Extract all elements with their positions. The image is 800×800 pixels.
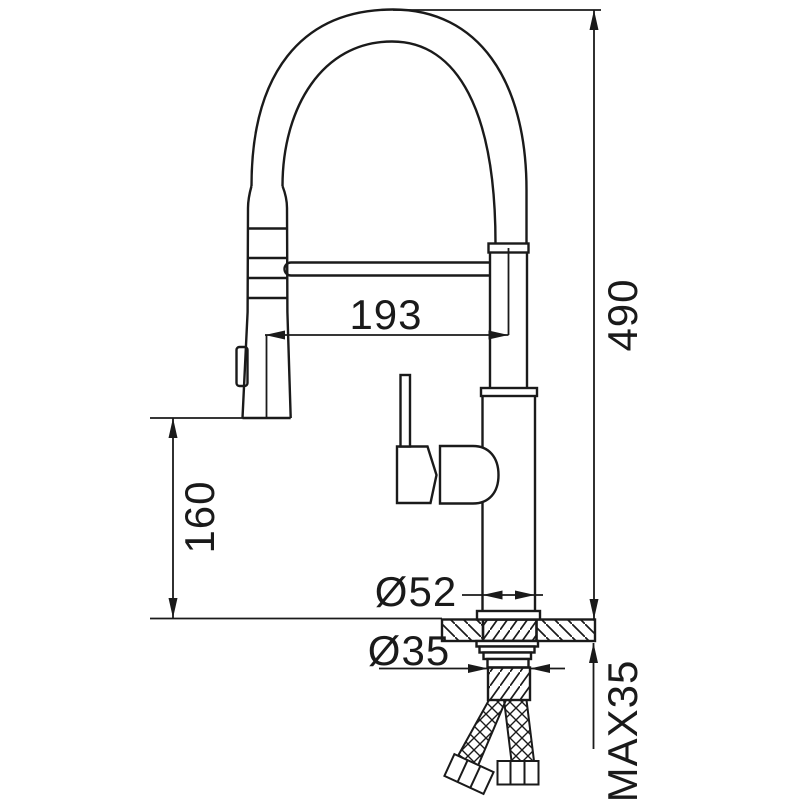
arrow-up-icon bbox=[168, 418, 178, 438]
dimension-lines bbox=[150, 9, 601, 749]
label-overall-height: 490 bbox=[599, 278, 646, 351]
arrow-right-icon bbox=[515, 590, 535, 600]
dim-body-diameter bbox=[462, 590, 543, 600]
body-top-band bbox=[479, 386, 539, 398]
label-spout-reach: 193 bbox=[349, 291, 422, 338]
arrow-left-icon bbox=[530, 664, 550, 673]
cartridge-dome bbox=[438, 444, 500, 505]
dim-shank-diameter bbox=[379, 664, 565, 673]
lock-nut bbox=[475, 639, 540, 669]
base-flange bbox=[475, 609, 542, 621]
supply-hose-left bbox=[443, 699, 508, 796]
arrow-right-icon bbox=[488, 330, 509, 340]
countertop-section bbox=[440, 618, 597, 643]
dim-spout-reach bbox=[265, 248, 510, 417]
dim-outlet-height bbox=[150, 417, 442, 620]
label-body-diameter: Ø52 bbox=[375, 568, 457, 615]
hose-nut-right bbox=[496, 760, 540, 786]
handle-base bbox=[395, 445, 438, 505]
spray-head-bands bbox=[247, 227, 288, 300]
handle-lever bbox=[399, 373, 412, 448]
label-max-thickness: MAX35 bbox=[599, 660, 646, 800]
hose-nut-left bbox=[443, 752, 495, 796]
label-outlet-height: 160 bbox=[176, 480, 223, 553]
spray-head bbox=[235, 185, 292, 420]
dock-bar bbox=[283, 261, 491, 277]
arrow-down-icon bbox=[589, 599, 599, 619]
arrow-right-icon bbox=[468, 664, 488, 673]
arrow-up-icon bbox=[589, 10, 599, 30]
label-shank-diameter: Ø35 bbox=[368, 627, 450, 674]
arrow-left-icon bbox=[482, 590, 503, 600]
supply-hose-right bbox=[496, 699, 540, 786]
dim-max-thickness bbox=[589, 643, 598, 749]
spray-button bbox=[235, 345, 249, 388]
threaded-shank bbox=[486, 666, 532, 702]
gooseneck-spout-arc bbox=[250, 8, 528, 244]
arrow-up-icon bbox=[589, 643, 598, 663]
dim-overall-height bbox=[393, 9, 601, 619]
faucet-outline bbox=[235, 8, 597, 796]
arrow-left-icon bbox=[265, 330, 285, 340]
arrow-down-icon bbox=[168, 598, 178, 618]
faucet-body bbox=[481, 396, 537, 611]
dimension-labels: 193 490 160 Ø52 Ø35 MAX35 bbox=[176, 278, 646, 800]
